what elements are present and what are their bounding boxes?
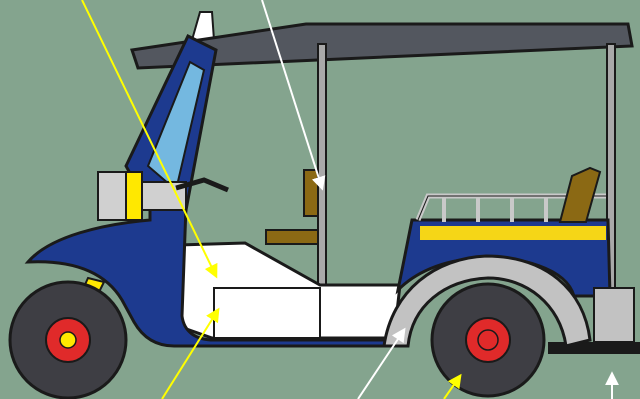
headlight-ring <box>126 172 142 220</box>
rear-wheel <box>432 284 544 396</box>
rear-hub-cap <box>478 330 498 350</box>
headlight-housing <box>98 172 128 220</box>
roof-front-peak <box>192 12 214 40</box>
rear-yellow-stripe <box>420 226 606 240</box>
rear-bumper <box>594 288 634 342</box>
front-wheel <box>10 282 126 398</box>
passenger-body <box>178 170 400 338</box>
driver-backrest <box>304 170 318 216</box>
front-hub-cap <box>60 332 76 348</box>
driver-seat-cushion <box>266 230 318 244</box>
rear-axle-bar <box>548 342 640 354</box>
lower-body-panel <box>214 288 320 338</box>
